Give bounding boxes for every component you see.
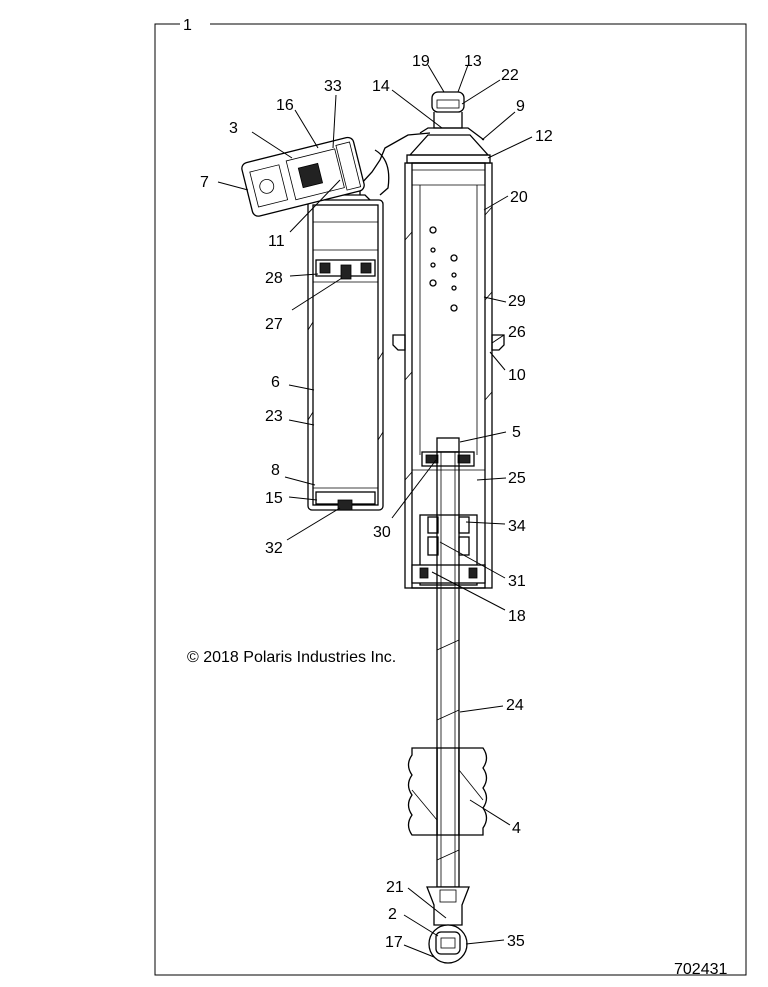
callout-15: 15 — [265, 490, 283, 507]
leader-lines — [217, 64, 533, 958]
callout-labels: 1 19 13 22 14 9 12 20 33 16 3 7 11 28 27… — [183, 17, 553, 951]
callout-17: 17 — [385, 934, 403, 951]
callout-32: 32 — [265, 540, 283, 557]
main-body — [392, 91, 505, 589]
callout-29: 29 — [508, 293, 526, 310]
callout-3: 3 — [229, 120, 238, 137]
callout-24: 24 — [506, 697, 524, 714]
callout-6: 6 — [271, 374, 280, 391]
callout-18: 18 — [508, 608, 526, 625]
callout-12: 12 — [535, 128, 553, 145]
callout-8: 8 — [271, 462, 280, 479]
figure-number: 702431 — [674, 961, 727, 978]
bump-stop — [407, 747, 488, 836]
callout-21: 21 — [386, 879, 404, 896]
callout-4: 4 — [512, 820, 521, 837]
callout-5: 5 — [512, 424, 521, 441]
callout-23: 23 — [265, 408, 283, 425]
bottom-eyelet — [426, 886, 470, 964]
callout-9: 9 — [516, 98, 525, 115]
shaft — [436, 451, 460, 888]
callout-22: 22 — [501, 67, 519, 84]
callout-10: 10 — [508, 367, 526, 384]
callout-11: 11 — [268, 233, 285, 250]
callout-13: 13 — [464, 53, 482, 70]
callout-26: 26 — [508, 324, 526, 341]
callout-33: 33 — [324, 78, 342, 95]
callout-7: 7 — [200, 174, 209, 191]
callout-19: 19 — [412, 53, 430, 70]
adjuster-head — [241, 132, 431, 217]
callout-31: 31 — [508, 573, 526, 590]
callout-20: 20 — [510, 189, 528, 206]
callout-28: 28 — [265, 270, 283, 287]
callout-35: 35 — [507, 933, 525, 950]
assembly-frame — [154, 23, 747, 976]
callout-14: 14 — [372, 78, 390, 95]
reservoir — [307, 199, 384, 511]
callout-27: 27 — [265, 316, 283, 333]
copyright-text: © 2018 Polaris Industries Inc. — [187, 649, 396, 666]
callout-30: 30 — [373, 524, 391, 541]
callout-16: 16 — [276, 97, 294, 114]
callout-25: 25 — [508, 470, 526, 487]
callout-1: 1 — [183, 17, 192, 34]
callout-2: 2 — [388, 906, 397, 923]
callout-34: 34 — [508, 518, 526, 535]
